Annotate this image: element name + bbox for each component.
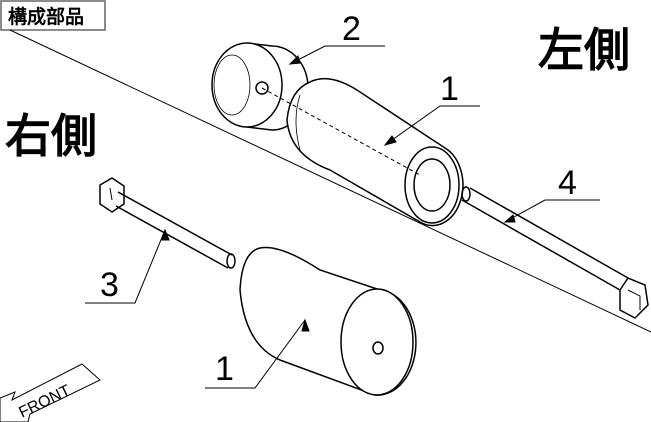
part-number-bolt: 3 bbox=[100, 266, 119, 304]
part-number-collar: 4 bbox=[558, 164, 577, 202]
slider-lower-part bbox=[239, 246, 417, 396]
part-number-slider-upper: 1 bbox=[440, 70, 459, 108]
collar-part bbox=[461, 186, 649, 319]
divider-line bbox=[9, 29, 651, 333]
leader-lines bbox=[85, 45, 600, 389]
front-arrow: FRONT bbox=[0, 363, 101, 422]
part-number-cap: 2 bbox=[342, 10, 361, 48]
header-label-box: 構成部品 bbox=[0, 0, 106, 31]
header-label: 構成部品 bbox=[8, 5, 84, 28]
left-side-label: 左側 bbox=[538, 23, 630, 77]
bolt-part bbox=[99, 177, 236, 269]
right-side-label: 右側 bbox=[5, 109, 97, 163]
slider-upper-part bbox=[261, 77, 464, 227]
part-number-slider-lower: 1 bbox=[215, 350, 234, 388]
cap-part bbox=[211, 42, 309, 131]
